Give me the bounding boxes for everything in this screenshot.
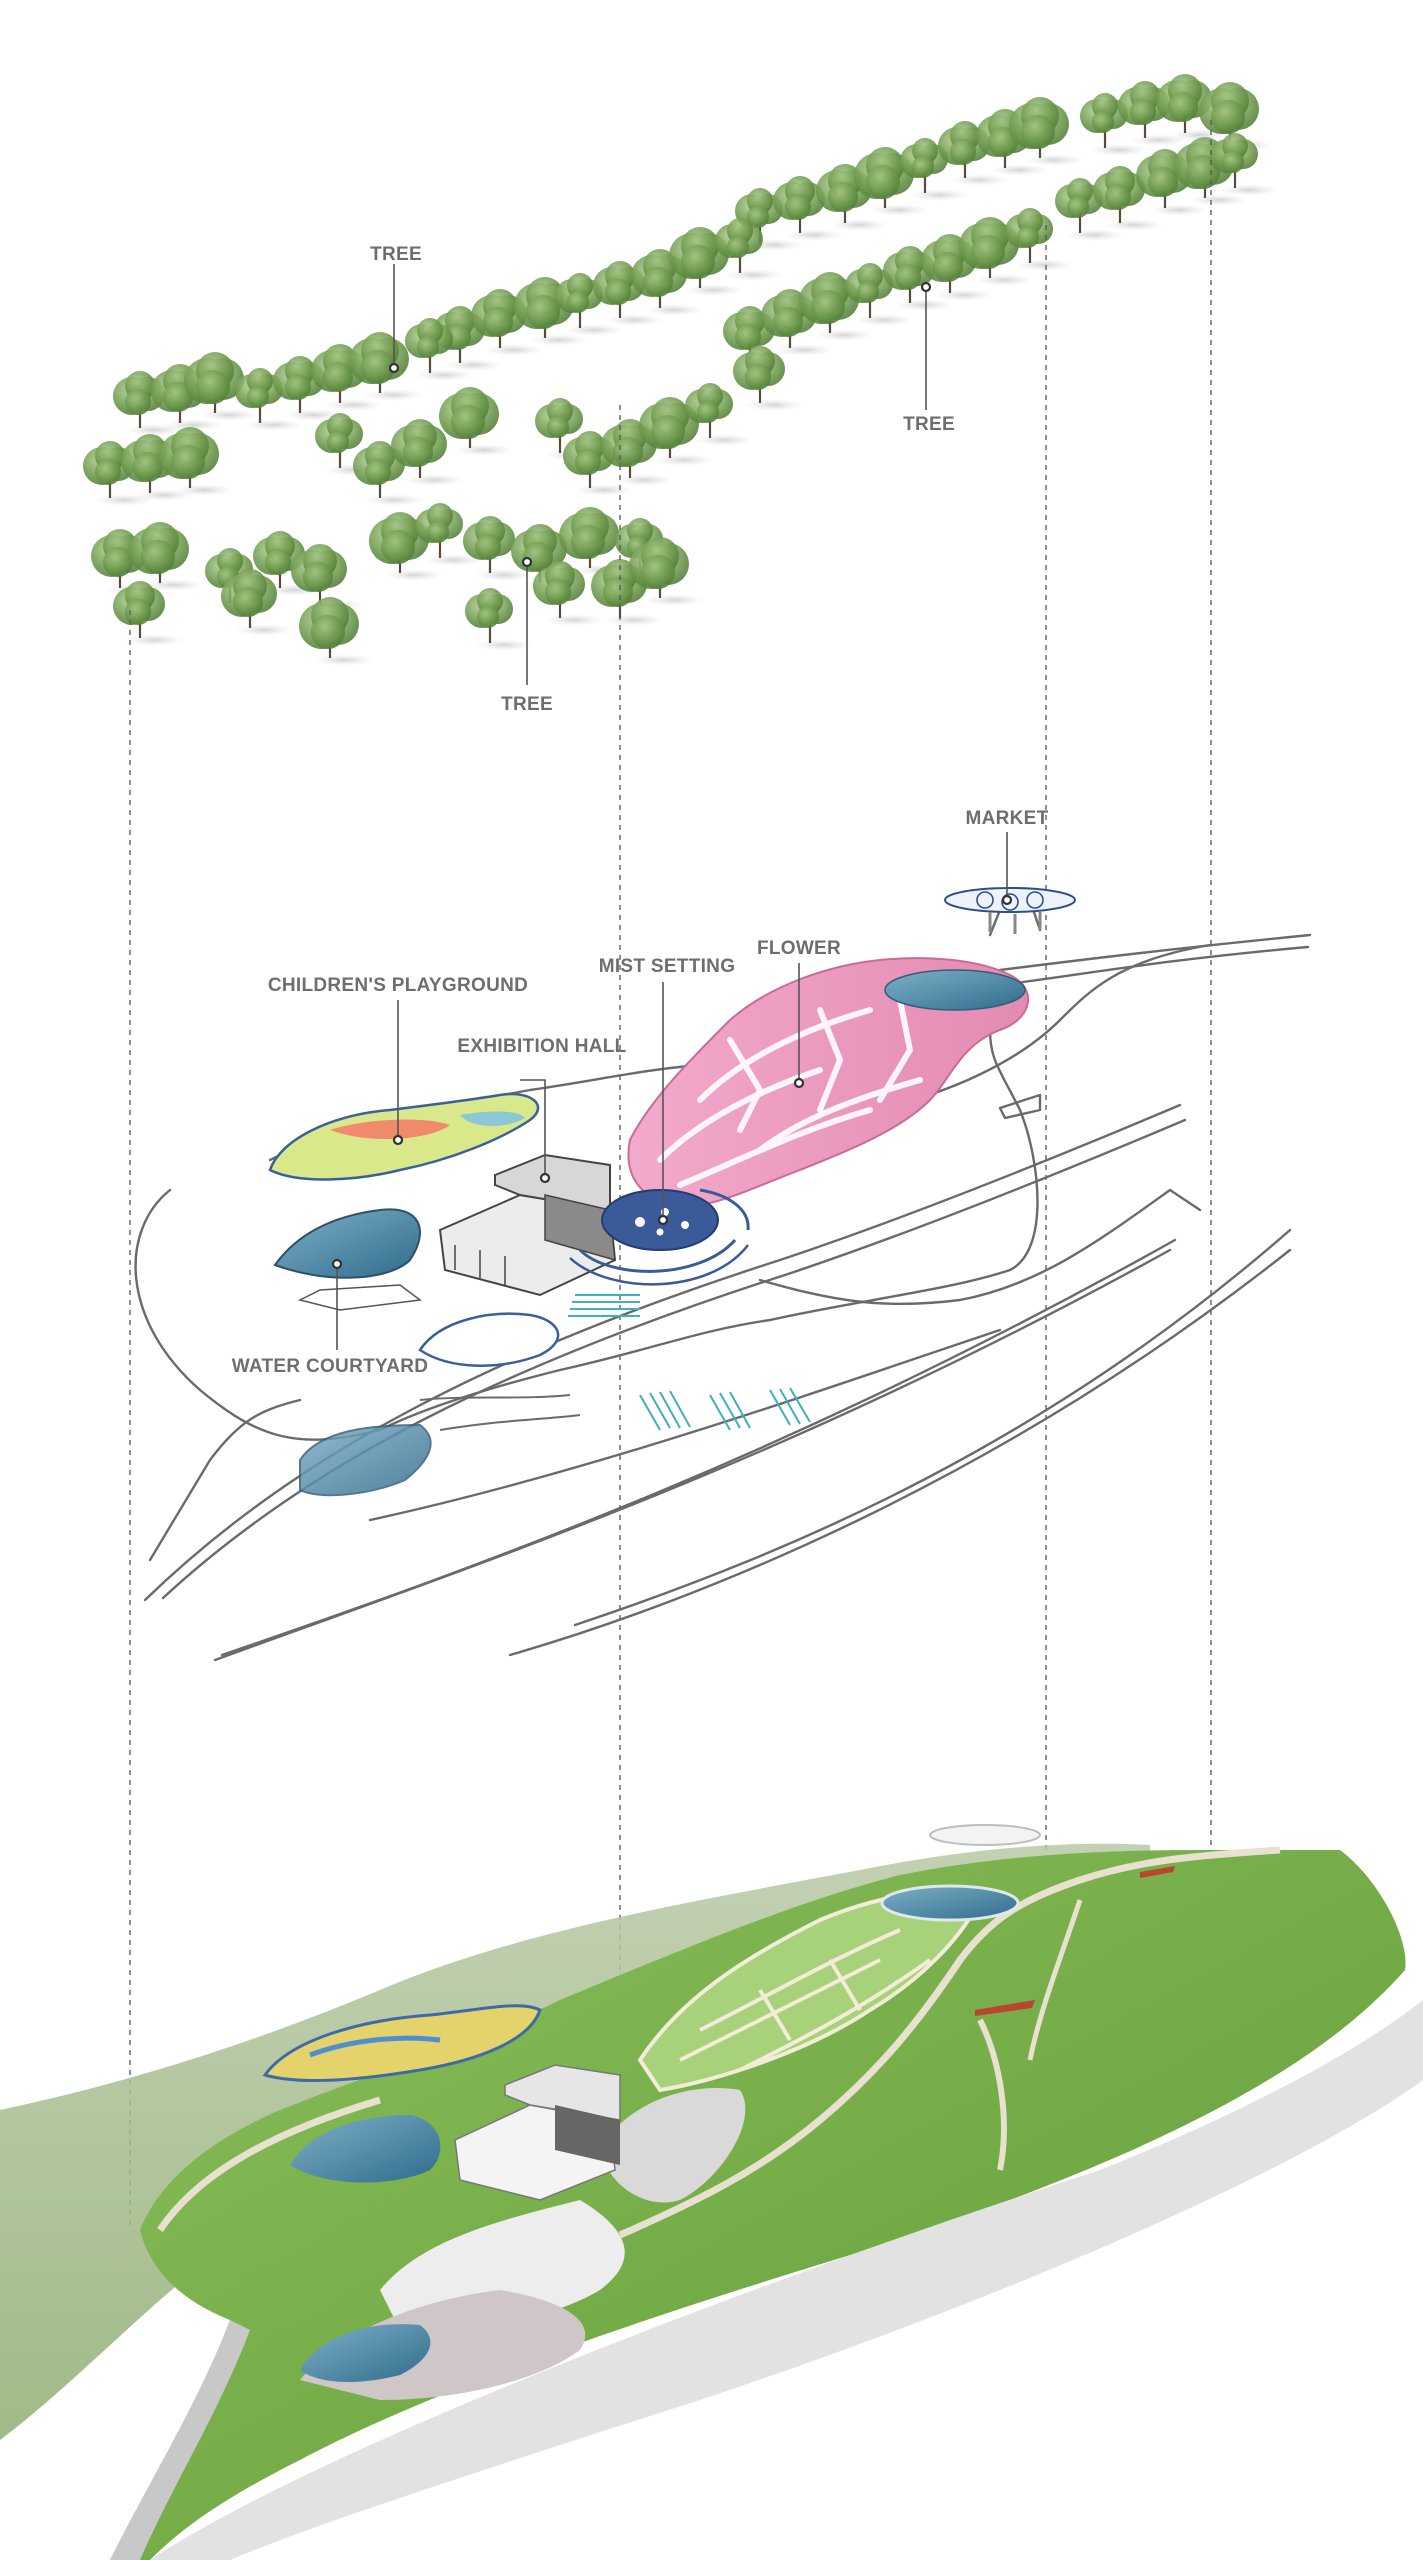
tree-icon (900, 138, 969, 201)
leader-dot-icon (331, 1258, 343, 1270)
tree-icon (938, 121, 1009, 186)
leader-dot-icon (793, 1077, 805, 1089)
tree-icon (273, 356, 344, 421)
tree-icon (715, 218, 784, 281)
tree-icon (845, 263, 914, 326)
tree-label-1: TREE (370, 244, 422, 374)
tree-label-right: TREE (903, 414, 955, 435)
tree-icon (514, 277, 589, 346)
market-label: MARKET (965, 808, 1048, 829)
tree-label-top: TREE (370, 244, 422, 265)
tree-icon (639, 397, 714, 466)
tree-icon (733, 346, 804, 411)
tree-label-bottom: TREE (501, 694, 553, 715)
tree-icon (353, 441, 424, 506)
tree-icon (184, 352, 259, 421)
exhibition-hall-building (438, 1153, 617, 1297)
tree-icon (433, 306, 504, 371)
tree-icon (465, 588, 534, 651)
childrens-playground-label-group: CHILDREN'S PLAYGROUND (268, 975, 528, 1146)
flower-label: FLOWER (757, 938, 841, 959)
mist-setting-label-group: MIST SETTING (599, 956, 736, 1226)
tree-icon (405, 318, 474, 381)
leader-dot-icon (392, 1134, 404, 1146)
water-courtyard-label-group: WATER COURTYARD (232, 1258, 429, 1377)
tree-icon (685, 383, 754, 446)
tree-icon (533, 561, 604, 626)
mist-setting-label: MIST SETTING (599, 956, 736, 977)
tree-layer (83, 74, 1279, 666)
tree-icon (471, 289, 544, 356)
tree-icon (1210, 133, 1279, 196)
tree-icon (235, 368, 304, 431)
market-label-group: MARKET (965, 808, 1048, 906)
leader-dot-icon (539, 1172, 551, 1184)
tree-icon (159, 427, 234, 496)
tree-icon (221, 569, 294, 636)
tree-icon (555, 273, 624, 336)
tree-icon (349, 332, 424, 401)
tree-icon (1055, 178, 1124, 241)
stairs (568, 1294, 811, 1431)
leader-dot-icon (388, 362, 400, 374)
tree-icon (415, 503, 484, 566)
tree-label-2: TREE (903, 281, 955, 435)
water-courtyard-zone (273, 1208, 432, 1497)
tree-icon (121, 434, 194, 501)
childrens-playground-label: CHILDREN'S PLAYGROUND (268, 975, 528, 996)
tree-icon (299, 597, 374, 666)
exhibition-hall-label: EXHIBITION HALL (457, 1036, 626, 1057)
leader-dot-icon (1001, 894, 1013, 906)
tree-icon (391, 419, 464, 486)
flower-label-group: FLOWER (757, 938, 841, 1089)
tree-icon (921, 234, 994, 301)
tree-icon (629, 537, 704, 606)
tree-icon (1005, 208, 1074, 271)
market-pavilion (944, 887, 1076, 934)
tree-icon (563, 431, 634, 496)
tree-icon (669, 227, 744, 296)
tree-icon (854, 147, 929, 216)
tree-icon (593, 261, 664, 326)
site-plan-layer (134, 898, 1312, 1662)
water-courtyard-label: WATER COURTYARD (232, 1356, 429, 1377)
tree-icon (1199, 82, 1274, 151)
leader-dot-icon (521, 556, 533, 568)
leader-dot-icon (920, 281, 932, 293)
flower-zone (627, 957, 1030, 1207)
tree-icon (253, 531, 324, 596)
leader-dot-icon (657, 1214, 669, 1226)
tree-icon (1009, 97, 1084, 166)
pavilion-lobes (418, 1312, 560, 1367)
tree-icon (463, 516, 534, 581)
tree-icon (535, 398, 604, 461)
exhibition-hall-label-group: EXHIBITION HALL (457, 1036, 626, 1184)
tree-icon (439, 387, 514, 456)
tree-icon (113, 581, 184, 646)
tree-icon (129, 522, 204, 591)
tree-label-3: TREE (501, 556, 553, 715)
childrens-playground-zone (268, 1092, 540, 1181)
rendered-site-layer (0, 1824, 1423, 2560)
